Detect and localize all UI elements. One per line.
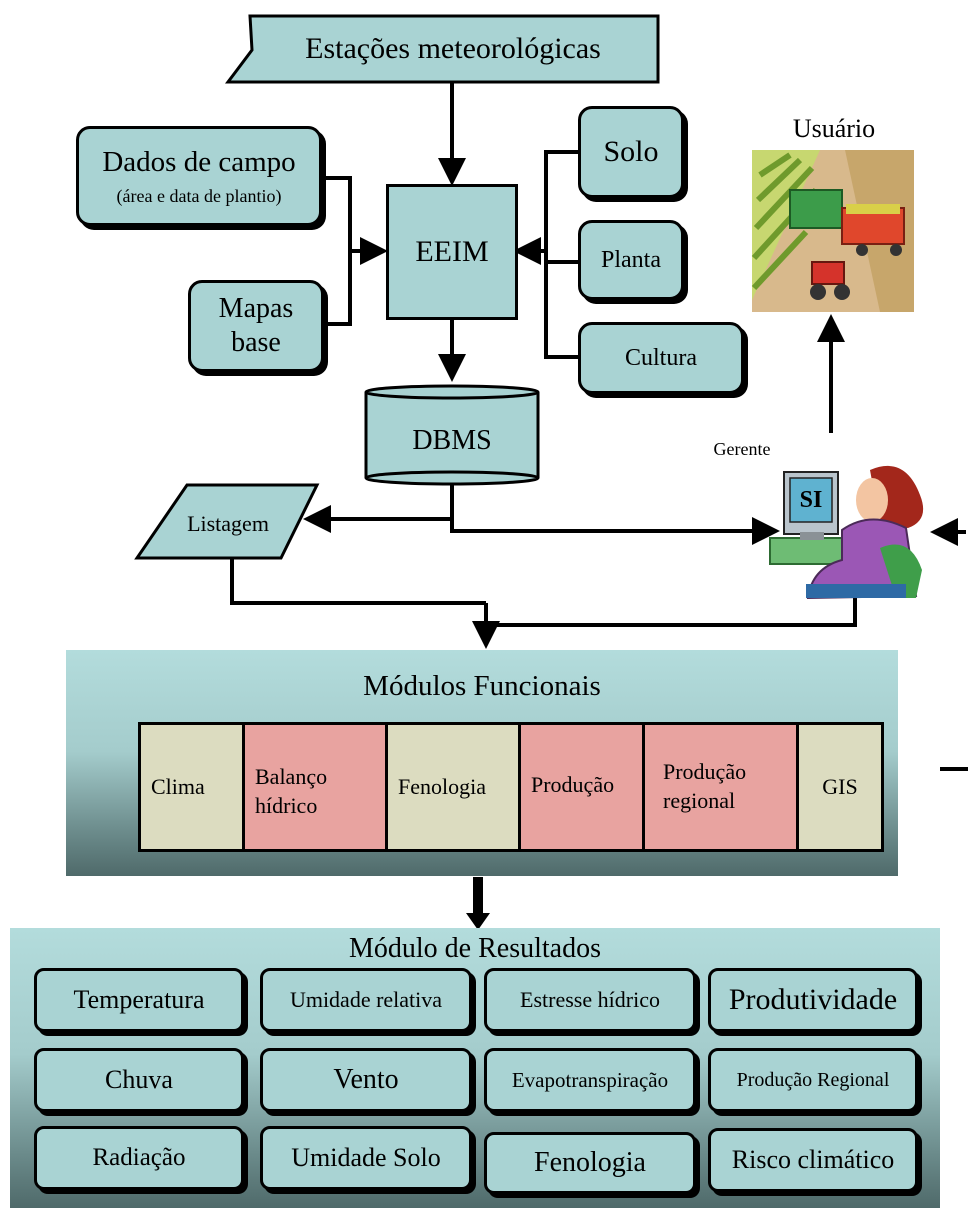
cultura-label: Cultura: [625, 344, 697, 371]
usuario-image: [751, 150, 914, 312]
result-produtividade-label: Produtividade: [728, 983, 898, 1016]
module-clima: Clima: [141, 725, 245, 849]
module-gis-label: GIS: [822, 773, 858, 799]
line-gerente-down: [486, 598, 857, 627]
stations-label: Estações meteorológicas: [305, 32, 601, 66]
eeim-label: EEIM: [415, 235, 489, 268]
module-producao-regional: Produção regional: [645, 725, 799, 849]
functional-modules-panel: Módulos Funcionais Clima Balanço hídrico…: [66, 650, 898, 876]
module-balanco-hidrico-label: Balanço hídrico: [255, 764, 328, 818]
field-data-label: Dados de campo: [102, 146, 296, 179]
functional-modules-title: Módulos Funcionais: [363, 669, 601, 702]
listagem-shape: [134, 483, 320, 560]
si-screen-label: SI: [799, 487, 823, 513]
result-produtividade: Produtividade: [708, 968, 918, 1032]
result-umidade-solo-label: Umidade Solo: [291, 1143, 441, 1172]
results-title: Módulo de Resultados: [349, 932, 601, 964]
listagem-label: Listagem: [187, 511, 269, 537]
gerente-label: Gerente: [713, 438, 771, 459]
base-maps-label: Mapas base: [218, 293, 294, 358]
module-gis: GIS: [799, 725, 881, 849]
line-right-bracket: [544, 150, 578, 359]
dbms-label: DBMS: [412, 424, 492, 456]
result-radiacao: Radiação: [34, 1126, 244, 1190]
line-listagem-down: [230, 558, 486, 605]
functional-modules-row: Clima Balanço hídrico Fenologia Produção…: [138, 722, 884, 852]
module-balanco-hidrico: Balanço hídrico: [245, 725, 388, 849]
result-estresse-hidrico-label: Estresse hídrico: [520, 987, 660, 1012]
module-fenologia-label: Fenologia: [398, 773, 486, 799]
result-fenologia: Fenologia: [484, 1132, 696, 1194]
result-risco-climatico: Risco climático: [708, 1128, 918, 1192]
eeim-box: EEIM: [386, 184, 518, 320]
gerente-image: [769, 465, 924, 600]
result-vento-label: Vento: [333, 1064, 399, 1095]
module-producao-label: Produção: [531, 772, 615, 797]
result-vento: Vento: [260, 1048, 472, 1112]
result-producao-regional: Produção Regional: [708, 1048, 918, 1112]
solo-label: Solo: [603, 135, 659, 168]
field-data-box: Dados de campo (área e data de plantio): [76, 126, 322, 226]
result-evapotranspiracao: Evapotranspiração: [484, 1048, 696, 1112]
result-estresse-hidrico: Estresse hídrico: [484, 968, 696, 1032]
field-data-sublabel: (área e data de plantio): [116, 185, 282, 206]
result-umidade-solo: Umidade Solo: [260, 1126, 472, 1190]
module-fenologia: Fenologia: [388, 725, 521, 849]
result-chuva: Chuva: [34, 1048, 244, 1112]
module-producao-regional-label: Produção regional: [663, 759, 747, 813]
cultura-box: Cultura: [578, 322, 744, 394]
result-temperatura-label: Temperatura: [73, 985, 205, 1014]
arrow-dbms-gerente: [450, 517, 780, 545]
result-fenologia-label: Fenologia: [534, 1147, 646, 1178]
solo-box: Solo: [578, 106, 684, 198]
result-producao-regional-label: Produção Regional: [736, 1068, 890, 1091]
module-clima-label: Clima: [151, 773, 205, 799]
base-maps-box: Mapas base: [188, 280, 324, 372]
usuario-label: Usuário: [792, 113, 876, 143]
line-left-bracket: [322, 176, 352, 326]
planta-box: Planta: [578, 220, 684, 300]
result-umidade-relativa-label: Umidade relativa: [289, 987, 443, 1012]
result-temperatura: Temperatura: [34, 968, 244, 1032]
result-evapotranspiracao-label: Evapotranspiração: [511, 1067, 669, 1092]
stations-box: [225, 14, 660, 84]
arrow-head-functional-results: [466, 913, 490, 930]
module-producao: Produção: [521, 725, 645, 849]
result-umidade-relativa: Umidade relativa: [260, 968, 472, 1032]
dbms-cylinder: [364, 384, 540, 486]
result-chuva-label: Chuva: [105, 1065, 173, 1094]
result-radiacao-label: Radiação: [92, 1144, 186, 1171]
results-panel: Módulo de Resultados Temperatura Umidade…: [10, 928, 940, 1208]
planta-label: Planta: [601, 246, 661, 273]
result-risco-climatico-label: Risco climático: [731, 1145, 895, 1174]
